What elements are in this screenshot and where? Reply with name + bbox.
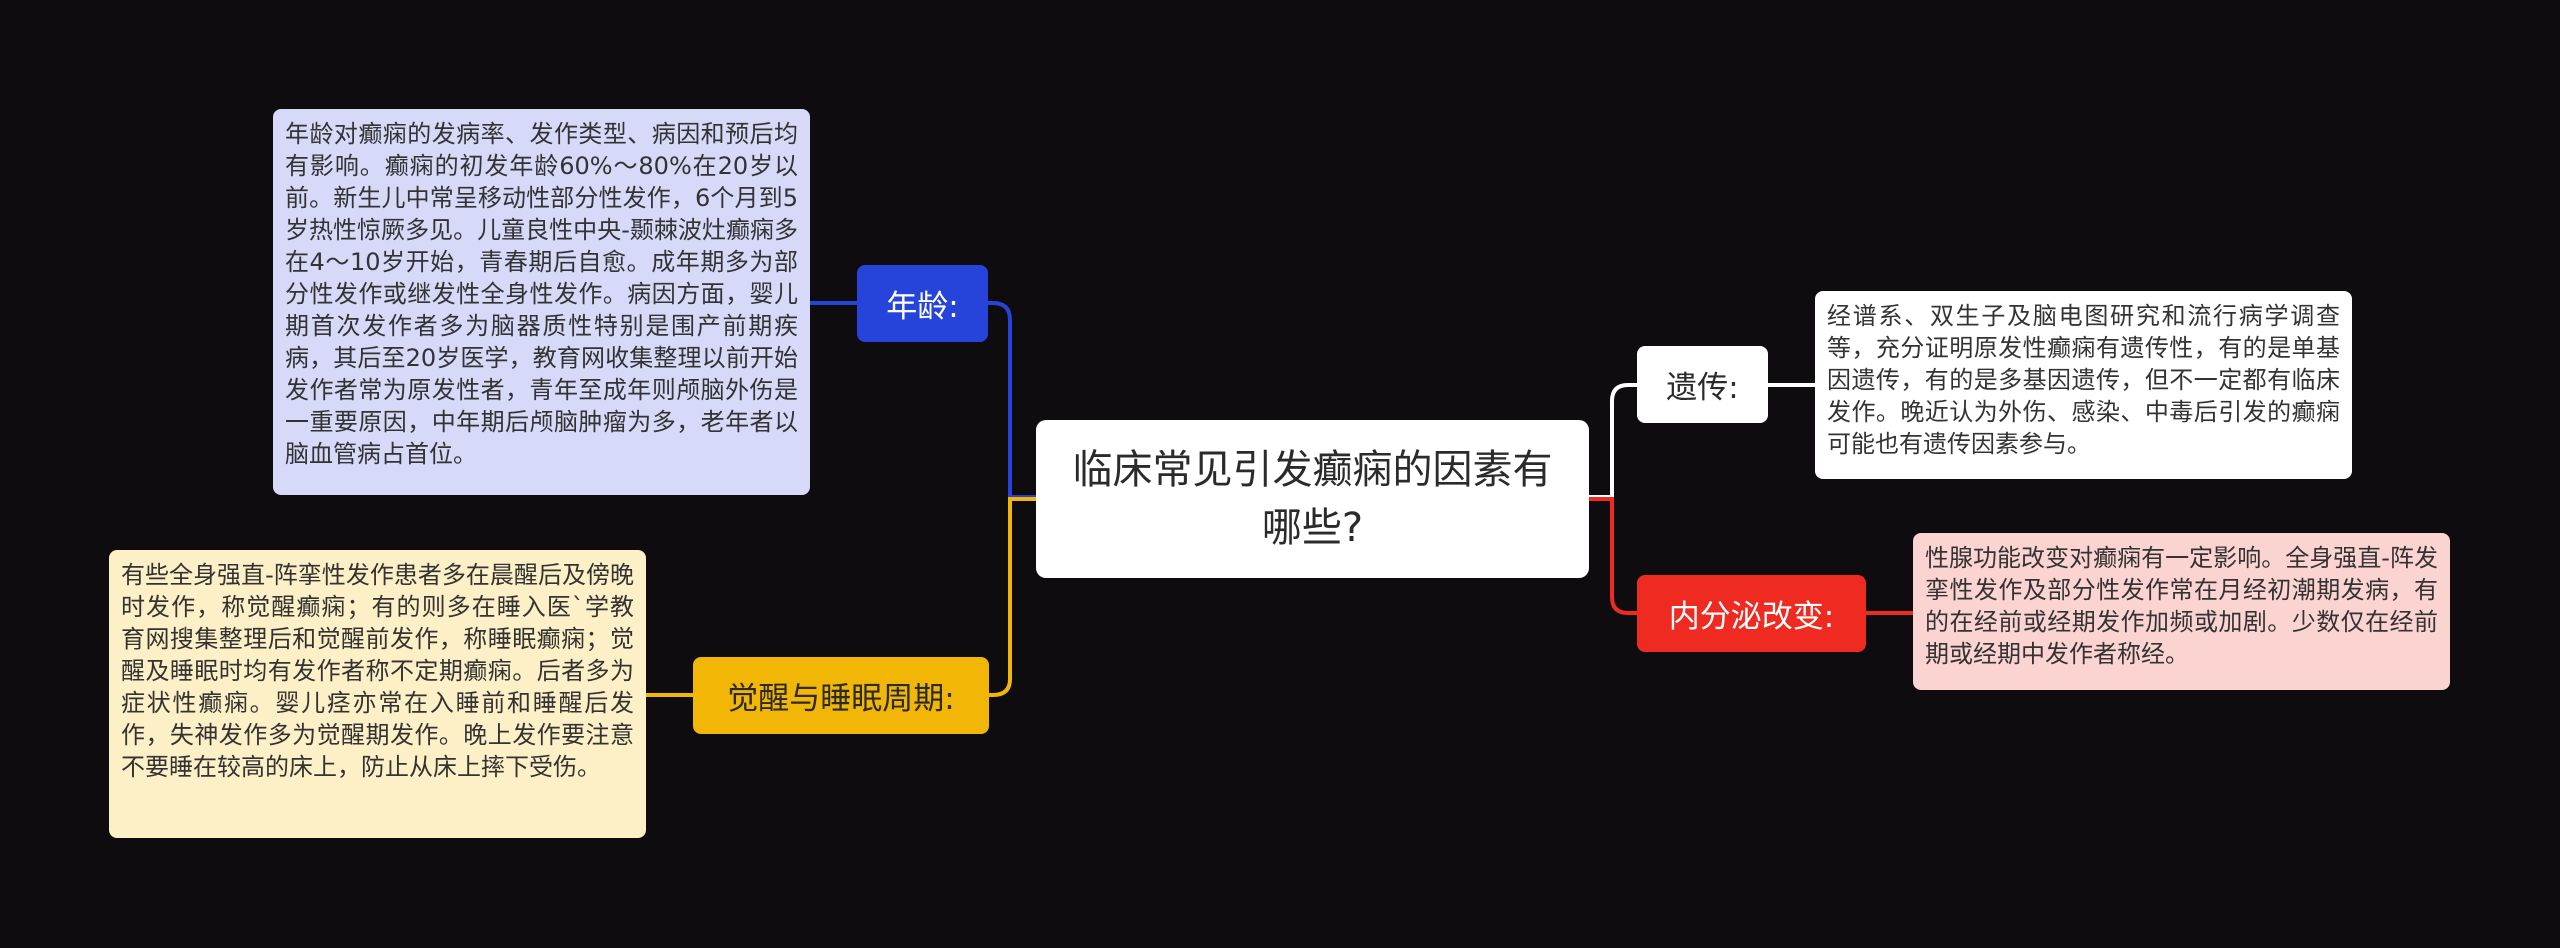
branch-genetics-label: 遗传: [1666, 370, 1739, 406]
branch-endocrine[interactable]: 内分泌改变: [1637, 575, 1866, 652]
detail-genetics-text: 经谱系、双生子及脑电图研究和流行病学调查等，充分证明原发性癫痫有遗传性，有的是单… [1827, 302, 2340, 458]
root-topic[interactable]: 临床常见引发癫痫的因素有哪些? [1036, 420, 1589, 578]
branch-sleep-cycle-label: 觉醒与睡眠周期: [727, 681, 955, 717]
root-topic-text: 临床常见引发癫痫的因素有哪些? [1072, 447, 1553, 551]
detail-sleep-cycle-text: 有些全身强直-阵挛性发作患者多在晨醒后及傍晚时发作，称觉醒癫痫；有的则多在睡入医… [121, 561, 634, 781]
branch-age[interactable]: 年龄: [857, 265, 988, 342]
detail-endocrine-text: 性腺功能改变对癫痫有一定影响。全身强直-阵发挛性发作及部分性发作常在月经初潮期发… [1925, 544, 2438, 668]
branch-genetics[interactable]: 遗传: [1637, 346, 1768, 423]
detail-age[interactable]: 年龄对癫痫的发病率、发作类型、病因和预后均有影响。癫痫的初发年龄60%～80%在… [273, 109, 810, 495]
branch-age-label: 年龄: [886, 289, 959, 325]
detail-genetics[interactable]: 经谱系、双生子及脑电图研究和流行病学调查等，充分证明原发性癫痫有遗传性，有的是单… [1815, 291, 2352, 479]
branch-endocrine-label: 内分泌改变: [1668, 599, 1835, 635]
link-root-age [988, 301, 1036, 499]
link-root-endocrine [1589, 497, 1637, 615]
detail-endocrine[interactable]: 性腺功能改变对癫痫有一定影响。全身强直-阵发挛性发作及部分性发作常在月经初潮期发… [1913, 533, 2450, 690]
branch-sleep-cycle[interactable]: 觉醒与睡眠周期: [693, 657, 989, 734]
link-root-genetics [1589, 383, 1637, 499]
link-root-sleep [989, 497, 1036, 697]
detail-sleep-cycle[interactable]: 有些全身强直-阵挛性发作患者多在晨醒后及傍晚时发作，称觉醒癫痫；有的则多在睡入医… [109, 550, 646, 838]
detail-age-text: 年龄对癫痫的发病率、发作类型、病因和预后均有影响。癫痫的初发年龄60%～80%在… [285, 120, 798, 468]
